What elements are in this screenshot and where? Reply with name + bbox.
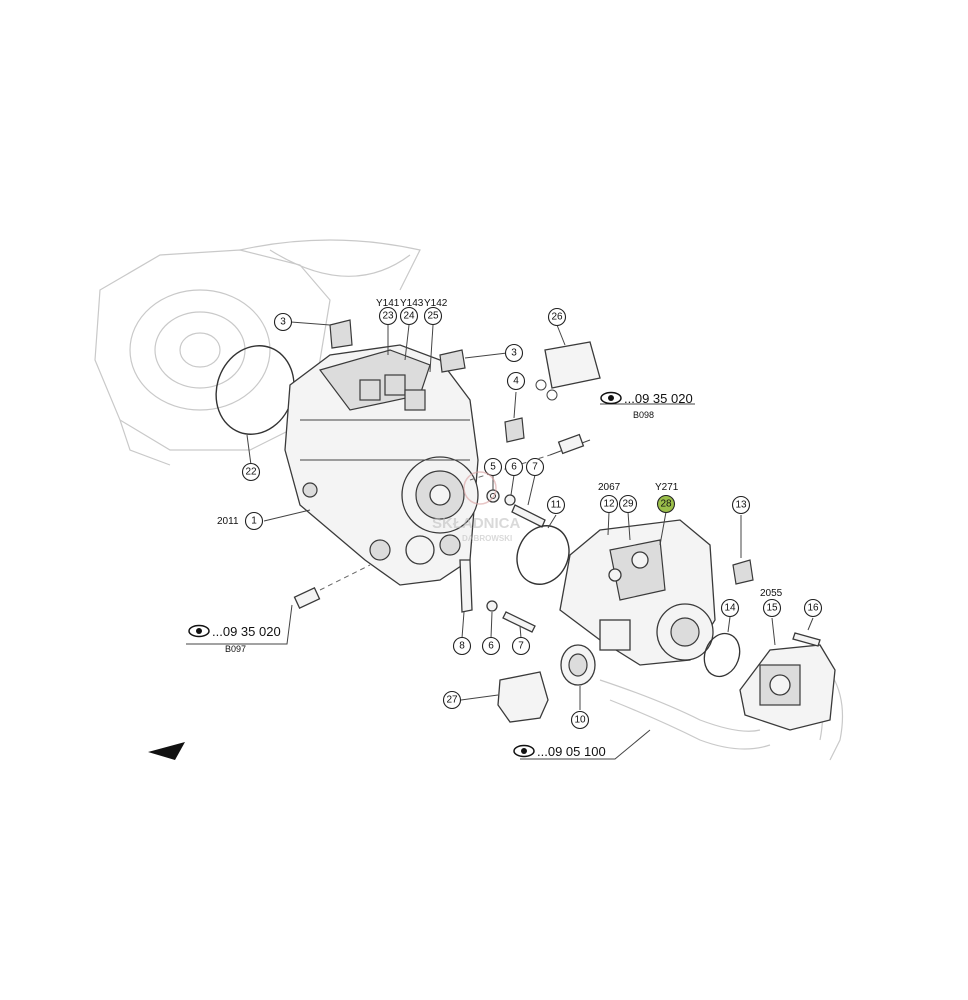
callout-7-bottom[interactable]: 7 (511, 636, 531, 656)
reference-b097[interactable]: ...09 35 020 B097 (188, 624, 281, 654)
svg-text:27: 27 (446, 695, 458, 706)
reference-sheet: B098 (633, 410, 654, 420)
svg-text:22: 22 (245, 467, 257, 478)
callout-6-top[interactable]: 6 (504, 457, 524, 477)
svg-text:SKŁADNICA: SKŁADNICA (432, 515, 520, 532)
svg-text:25: 25 (427, 311, 439, 322)
eye-icon (600, 391, 622, 405)
callout-15[interactable]: 15 (762, 598, 782, 618)
callout-12[interactable]: 12 (599, 494, 619, 514)
sensor-lower (293, 564, 371, 609)
watermark: SKŁADNICA DĄBROWSKI (432, 471, 520, 543)
callout-3-top[interactable]: 3 (273, 312, 293, 332)
gear-pump-15 (739, 644, 836, 731)
callout-3-right[interactable]: 3 (504, 343, 524, 363)
callout-10[interactable]: 10 (570, 710, 590, 730)
sensor-upper (469, 433, 591, 481)
main-pump (284, 319, 479, 586)
reference-code: ...09 05 100 (537, 744, 606, 759)
callout-4[interactable]: 4 (506, 371, 526, 391)
svg-text:29: 29 (622, 499, 634, 510)
callout-22[interactable]: 22 (241, 462, 261, 482)
svg-text:12: 12 (603, 499, 615, 510)
o-ring-11 (516, 525, 570, 585)
reference-code: ...09 35 020 (624, 391, 693, 406)
eye-icon (188, 624, 210, 638)
reference-code: ...09 35 020 (212, 624, 281, 639)
svg-text:6: 6 (511, 462, 517, 473)
svg-text:5: 5 (490, 462, 496, 473)
label-y143: Y143 (400, 298, 424, 309)
callout-25[interactable]: 25 (423, 306, 443, 326)
svg-text:7: 7 (532, 462, 538, 473)
svg-text:23: 23 (382, 311, 394, 322)
elbow-27 (497, 671, 549, 723)
fitting-13 (732, 559, 754, 585)
svg-text:15: 15 (766, 603, 778, 614)
callout-13[interactable]: 13 (731, 495, 751, 515)
seal-kit-26 (535, 341, 601, 401)
callout-7-top[interactable]: 7 (525, 457, 545, 477)
callout-6-bottom[interactable]: 6 (481, 636, 501, 656)
leader-lines (186, 321, 814, 760)
svg-text:16: 16 (807, 603, 819, 614)
bolt-7b (502, 611, 536, 633)
bracket-8 (459, 559, 473, 613)
callout-27[interactable]: 27 (442, 690, 462, 710)
o-ring-14 (703, 632, 741, 678)
svg-text:13: 13 (735, 500, 747, 511)
fitting-10 (560, 644, 596, 686)
svg-text:24: 24 (403, 311, 415, 322)
label-2055: 2055 (760, 588, 783, 599)
svg-text:10: 10 (574, 715, 586, 726)
reference-sheet: B097 (225, 644, 246, 654)
washer-6 (504, 494, 516, 506)
svg-text:26: 26 (551, 312, 563, 323)
svg-text:3: 3 (280, 317, 286, 328)
svg-text:11: 11 (551, 500, 562, 511)
reference-b098[interactable]: ...09 35 020 B098 (600, 391, 693, 420)
callout-1[interactable]: 1 (244, 511, 264, 531)
svg-text:DĄBROWSKI: DĄBROWSKI (462, 534, 512, 543)
callout-14[interactable]: 14 (720, 598, 740, 618)
label-y141: Y141 (376, 298, 400, 309)
label-2067: 2067 (598, 482, 621, 493)
bolt-16 (792, 632, 821, 647)
label-y142: Y142 (424, 298, 448, 309)
bolt-7 (511, 504, 546, 528)
callout-28-highlighted[interactable]: 28 (656, 494, 676, 514)
washer-6b (486, 600, 498, 612)
svg-text:1: 1 (251, 516, 257, 527)
callout-26[interactable]: 26 (547, 307, 567, 327)
callout-16[interactable]: 16 (803, 598, 823, 618)
fitting-4 (504, 417, 525, 443)
label-y271: Y271 (655, 482, 679, 493)
eye-icon (513, 744, 535, 758)
svg-text:14: 14 (724, 603, 736, 614)
svg-text:6: 6 (488, 641, 494, 652)
callout-23[interactable]: 23 (378, 306, 398, 326)
reference-bottom[interactable]: ...09 05 100 (513, 744, 606, 759)
callout-29[interactable]: 29 (618, 494, 638, 514)
secondary-pump (559, 519, 716, 666)
callout-8[interactable]: 8 (452, 636, 472, 656)
callout-5[interactable]: 5 (483, 457, 503, 477)
callout-24[interactable]: 24 (399, 306, 419, 326)
arrow-icon (148, 742, 185, 760)
svg-text:4: 4 (513, 376, 519, 387)
svg-text:8: 8 (459, 641, 465, 652)
svg-text:7: 7 (518, 641, 524, 652)
label-2011: 2011 (217, 516, 239, 527)
svg-text:3: 3 (511, 348, 517, 359)
svg-text:28: 28 (660, 499, 672, 510)
callout-11[interactable]: 11 (546, 495, 566, 515)
